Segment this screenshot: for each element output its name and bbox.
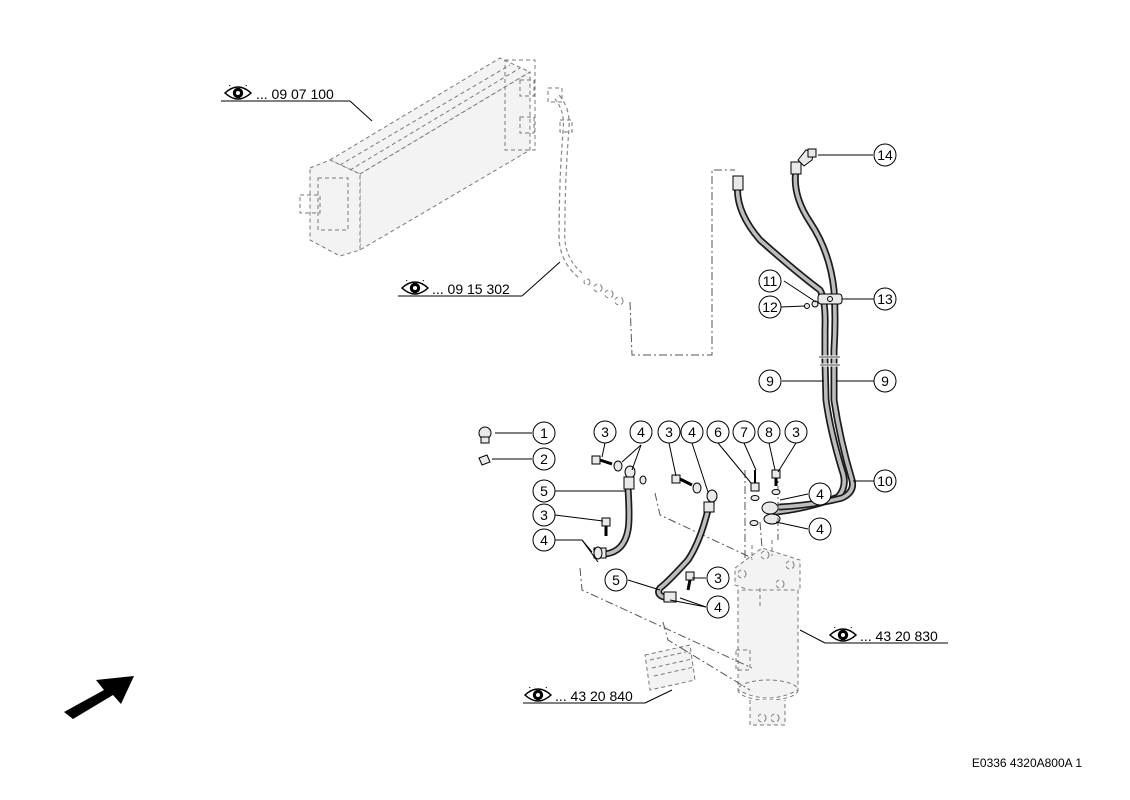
reference-filter: ... 43 20 830 — [829, 627, 938, 644]
clamp-13 — [817, 293, 843, 305]
balloon-4-c: 4 — [532, 528, 556, 552]
drawing-code: E0336 4320A800A 1 — [972, 756, 1082, 770]
balloon-8: 8 — [757, 420, 781, 444]
banjo-bolt-3-d — [685, 571, 695, 591]
arrow-icon — [64, 676, 134, 719]
balloon-3-d: 3 — [532, 503, 556, 527]
svg-text:3: 3 — [601, 424, 609, 440]
hose-9-left — [733, 178, 848, 516]
reference-bracket-text: ... 43 20 840 — [555, 688, 633, 704]
balloon-5-upper: 5 — [532, 479, 556, 503]
balloon-3-e: 3 — [706, 566, 730, 590]
leader-lines — [221, 100, 948, 704]
svg-text:12: 12 — [762, 299, 778, 315]
nut-12 — [804, 303, 810, 309]
balloon-3-a: 3 — [593, 420, 617, 444]
washer-4-d — [771, 489, 781, 495]
elbow-fitting-14 — [797, 148, 817, 167]
balloon-2: 2 — [532, 447, 556, 471]
svg-text:4: 4 — [714, 599, 722, 615]
balloon-9-right: 9 — [873, 369, 897, 393]
svg-text:4: 4 — [637, 424, 645, 440]
hose-5-lower — [655, 489, 718, 603]
radiator-ghost — [299, 57, 536, 257]
svg-text:3: 3 — [665, 424, 673, 440]
hose-fitting-top-left — [732, 175, 744, 191]
balloon-5-lower: 5 — [604, 568, 628, 592]
balloon-13: 13 — [873, 287, 897, 311]
svg-text:9: 9 — [766, 373, 774, 389]
banjo-bolt-3-a — [591, 455, 613, 466]
washer-4-b — [639, 475, 647, 485]
hose-9-right — [776, 166, 856, 511]
routing-line-upper — [629, 169, 735, 356]
balloon-3-c: 3 — [784, 420, 808, 444]
balloon-12: 12 — [758, 295, 782, 319]
balloon-9-left: 9 — [758, 369, 782, 393]
svg-text:13: 13 — [877, 291, 893, 307]
washer-4-f — [749, 520, 759, 526]
svg-text:1: 1 — [540, 425, 548, 441]
reference-pipe-text: ... 09 15 302 — [432, 281, 510, 297]
bracket-ghost — [644, 644, 751, 691]
part-1-banjo — [478, 426, 492, 444]
balloon-4-b: 4 — [680, 420, 704, 444]
banjo-bolt-3-c — [601, 517, 611, 536]
balloon-6: 6 — [706, 420, 730, 444]
washer-4-c — [692, 482, 702, 494]
svg-text:4: 4 — [816, 486, 824, 502]
svg-text:4: 4 — [540, 532, 548, 548]
banjo-bolt-3-b — [671, 474, 693, 487]
svg-text:8: 8 — [765, 424, 773, 440]
ghost-pipe — [547, 87, 624, 306]
balloon-4-a: 4 — [629, 420, 653, 444]
reference-radiator-text: ... 09 07 100 — [256, 86, 334, 102]
balloon-1: 1 — [532, 421, 556, 445]
balloon-4-e: 4 — [808, 482, 832, 506]
svg-text:4: 4 — [816, 521, 824, 537]
svg-text:3: 3 — [540, 507, 548, 523]
svg-text:7: 7 — [740, 424, 748, 440]
eye-icon — [401, 280, 429, 295]
svg-text:11: 11 — [763, 273, 778, 289]
screw-6-7 — [750, 470, 760, 492]
reference-bracket: ... 43 20 840 — [524, 687, 633, 704]
banjo-bolt-3-e — [771, 469, 781, 486]
washer-4-e — [750, 495, 760, 501]
svg-text:5: 5 — [612, 572, 620, 588]
reference-filter-text: ... 43 20 830 — [860, 628, 938, 644]
balloon-10: 10 — [873, 469, 897, 493]
balloon-3-b: 3 — [657, 420, 681, 444]
balloon-4-f: 4 — [808, 517, 832, 541]
balloon-7: 7 — [732, 420, 756, 444]
svg-text:6: 6 — [714, 424, 722, 440]
svg-text:9: 9 — [881, 373, 889, 389]
part-2-fitting — [478, 454, 491, 466]
filter-housing-ghost — [734, 540, 801, 726]
reference-pipe: ... 09 15 302 — [401, 280, 510, 297]
balloon-14: 14 — [873, 143, 897, 167]
svg-text:3: 3 — [714, 570, 722, 586]
assembly-lines — [579, 470, 779, 691]
eye-icon — [524, 687, 552, 702]
svg-text:2: 2 — [540, 451, 548, 467]
svg-text:3: 3 — [792, 424, 800, 440]
svg-text:10: 10 — [877, 473, 893, 489]
hose-fitting-top-right — [790, 161, 802, 175]
svg-text:4: 4 — [688, 424, 696, 440]
balloon-11: 11 — [758, 269, 782, 293]
svg-text:14: 14 — [877, 147, 893, 163]
balloon-4-d: 4 — [706, 595, 730, 619]
banjo-fitting-10 — [761, 501, 781, 525]
washer-4-a — [613, 460, 623, 472]
hose-5-upper — [593, 465, 636, 560]
reference-radiator: ... 09 07 100 — [224, 85, 334, 102]
svg-text:5: 5 — [540, 483, 548, 499]
eye-icon — [224, 85, 252, 100]
eye-icon — [829, 627, 857, 642]
